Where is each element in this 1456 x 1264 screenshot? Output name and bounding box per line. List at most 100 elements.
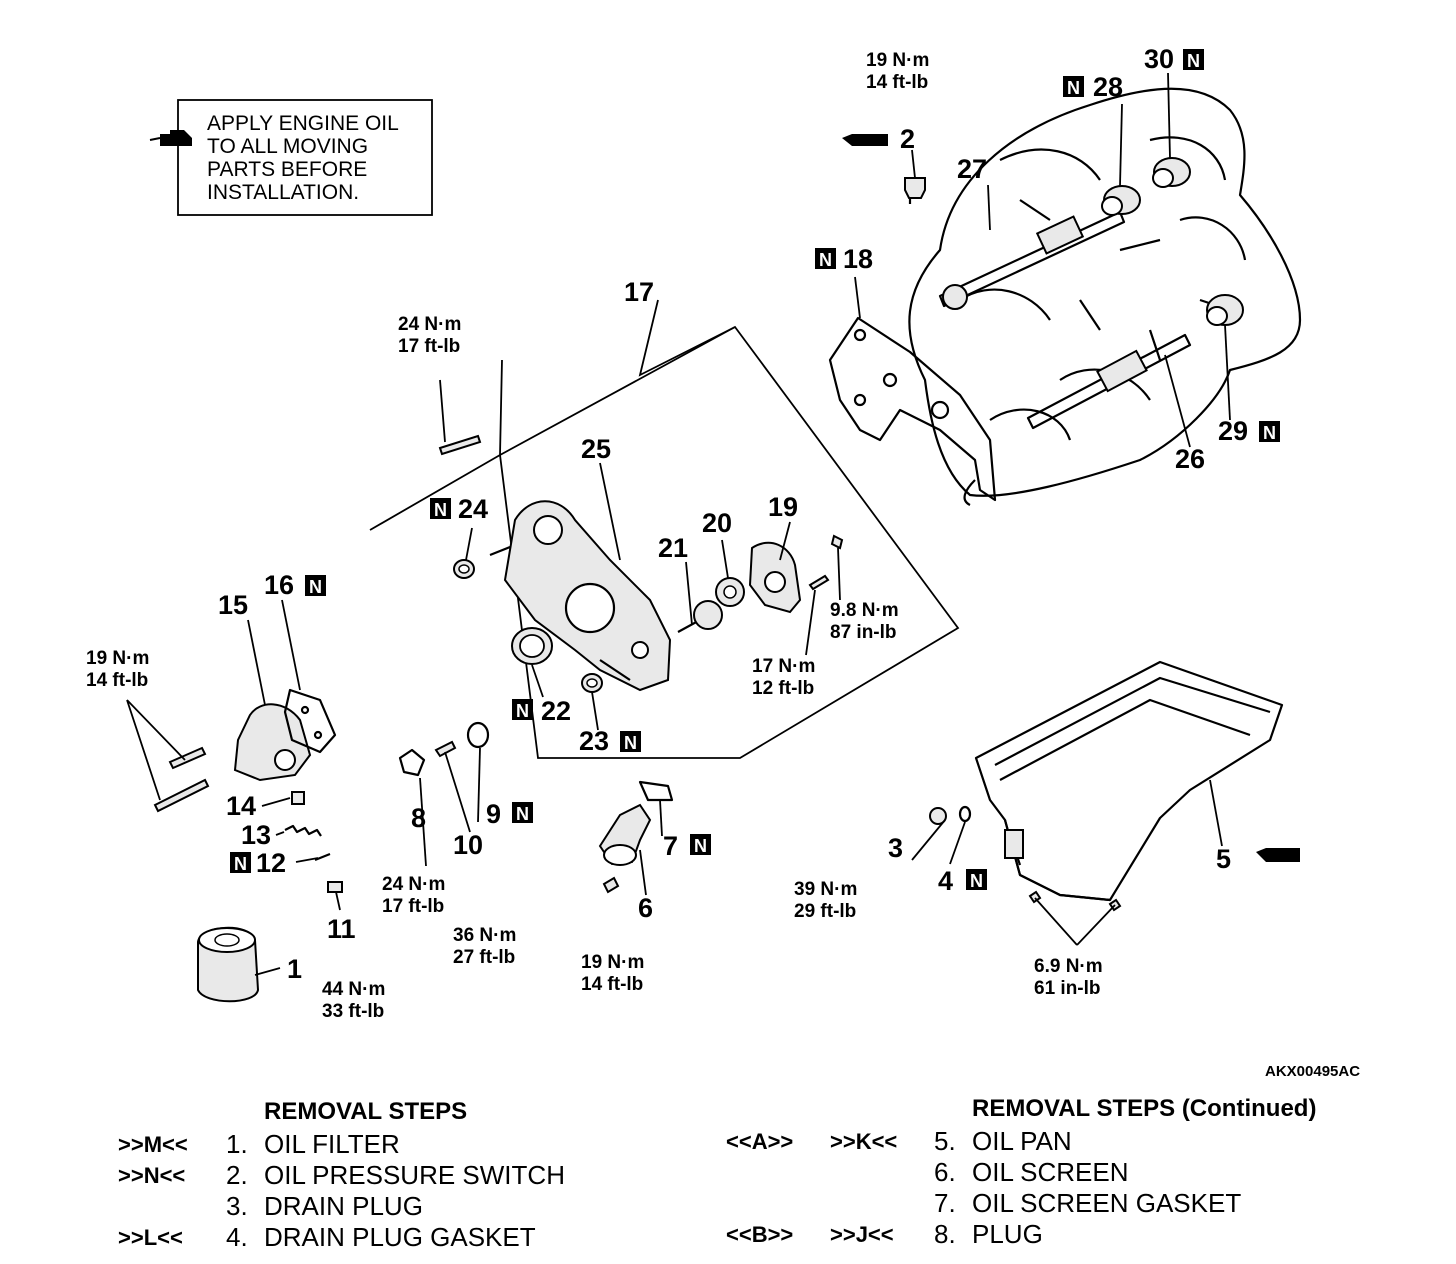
- callout-13: 13: [241, 820, 271, 850]
- svg-text:36 N·m: 36 N·m: [453, 925, 516, 946]
- note-line-4: INSTALLATION.: [207, 181, 359, 204]
- callout-24: 24: [458, 494, 488, 524]
- plug-8: [398, 748, 426, 777]
- removal-step-row: 6. OIL SCREEN: [726, 1157, 1316, 1188]
- sealant-tube-icon: [1256, 848, 1300, 862]
- svg-text:N: N: [694, 836, 707, 856]
- removal-step-row: >>L<< 4. DRAIN PLUG GASKET: [118, 1222, 565, 1253]
- torque-spec-bracket-bolts: 19 N·m 14 ft-lb: [86, 648, 149, 691]
- oil-pump-gear-20: [715, 577, 745, 607]
- callout-19: 19: [768, 492, 798, 522]
- bearing-30: [1152, 157, 1191, 188]
- o-ring-9: [466, 721, 490, 749]
- balancer-shaft-26: [1026, 333, 1192, 430]
- plug-10: [434, 740, 457, 758]
- removal-step-code: [726, 1188, 830, 1219]
- torque-spec-oil-pan: 6.9 N·m 61 in-lb: [1034, 956, 1103, 999]
- step-number: 8.: [934, 1219, 956, 1249]
- svg-text:N: N: [516, 701, 529, 721]
- callout-30: 30: [1144, 44, 1174, 74]
- install-step-code: >>N<<: [118, 1163, 186, 1188]
- step-label: OIL PRESSURE SWITCH: [264, 1160, 565, 1190]
- svg-text:N: N: [234, 854, 247, 874]
- svg-text:17 ft-lb: 17 ft-lb: [398, 336, 460, 357]
- install-step-code: >>K<<: [830, 1129, 898, 1154]
- step-number: 3.: [226, 1191, 248, 1221]
- oil-seal-22: [511, 627, 553, 665]
- callout-29: 29: [1218, 416, 1248, 446]
- callout-26: 26: [1175, 444, 1205, 474]
- svg-text:N: N: [1187, 51, 1200, 71]
- torque-spec-6: 19 N·m 14 ft-lb: [581, 952, 644, 995]
- callout-10: 10: [453, 830, 483, 860]
- removal-step-row: 7. OIL SCREEN GASKET: [726, 1188, 1316, 1219]
- removal-step-row: <<B>> >>J<< 8. PLUG: [726, 1219, 1316, 1250]
- removal-step-row: >>M<< 1. OIL FILTER: [118, 1129, 565, 1160]
- callout-12: 12: [256, 848, 286, 878]
- svg-text:N: N: [434, 500, 447, 520]
- callout-21: 21: [658, 533, 688, 563]
- install-step-code: [830, 1157, 934, 1188]
- step-label: OIL PAN: [972, 1126, 1072, 1156]
- removal-steps: REMOVAL STEPS >>M<< 1. OIL FILTER >>N<< …: [118, 1096, 565, 1253]
- relief-plunger-14: [291, 791, 305, 805]
- badge-22: N: [512, 699, 533, 721]
- callout-16: 16: [264, 570, 294, 600]
- new-part-badges: N N N N N N N N N N N N: [230, 49, 1280, 891]
- callout-14: 14: [226, 791, 256, 821]
- svg-text:24 N·m: 24 N·m: [382, 874, 445, 895]
- torque-spec-3: 39 N·m 29 ft-lb: [794, 879, 857, 922]
- drain-plug-gasket-4: [958, 805, 972, 823]
- balancer-shaft-27: [938, 210, 1126, 310]
- badge-23: N: [620, 731, 641, 753]
- svg-text:19 N·m: 19 N·m: [581, 952, 644, 973]
- svg-text:N: N: [970, 871, 983, 891]
- oil-seal-23: [581, 673, 603, 693]
- torque-spec-2: 19 N·m 14 ft-lb: [866, 50, 929, 93]
- bearing-29: [1206, 294, 1244, 326]
- callout-25: 25: [581, 434, 611, 464]
- step-number: 7.: [934, 1188, 956, 1218]
- svg-text:14 ft-lb: 14 ft-lb: [866, 72, 928, 93]
- removal-steps-heading: REMOVAL STEPS: [264, 1098, 468, 1125]
- torque-spec-10: 36 N·m 27 ft-lb: [453, 925, 516, 968]
- badge-12: N: [230, 852, 251, 874]
- svg-text:6.9 N·m: 6.9 N·m: [1034, 956, 1103, 977]
- torque-spec-pump-cover: 9.8 N·m 87 in-lb: [830, 600, 899, 643]
- step-label: OIL SCREEN GASKET: [972, 1188, 1242, 1218]
- oil-pan-5: [974, 660, 1284, 902]
- badge-18: N: [815, 248, 836, 270]
- torque-spec-pump-bolt: 17 N·m 12 ft-lb: [752, 656, 815, 699]
- callout-28: 28: [1093, 72, 1123, 102]
- svg-text:87 in-lb: 87 in-lb: [830, 622, 897, 643]
- svg-text:17 N·m: 17 N·m: [752, 656, 815, 677]
- badge-16: N: [305, 575, 326, 597]
- svg-text:19 N·m: 19 N·m: [866, 50, 929, 71]
- svg-text:14 ft-lb: 14 ft-lb: [86, 670, 148, 691]
- note-line-2: TO ALL MOVING: [207, 135, 368, 158]
- step-label: OIL FILTER: [264, 1129, 400, 1159]
- svg-text:44 N·m: 44 N·m: [322, 979, 385, 1000]
- step-label: OIL SCREEN: [972, 1157, 1129, 1187]
- torque-spec-8: 24 N·m 17 ft-lb: [382, 874, 445, 917]
- front-case-gasket-18: [828, 316, 997, 506]
- svg-text:27 ft-lb: 27 ft-lb: [453, 947, 515, 968]
- step-number: 4.: [226, 1222, 248, 1252]
- oil-screen-6: [598, 803, 652, 866]
- svg-text:N: N: [1263, 423, 1276, 443]
- svg-text:17 ft-lb: 17 ft-lb: [382, 896, 444, 917]
- step-label: PLUG: [972, 1219, 1043, 1249]
- callout-27: 27: [957, 154, 987, 184]
- badge-29: N: [1259, 421, 1280, 443]
- removal-steps-continued-heading: REMOVAL STEPS (Continued): [972, 1095, 1317, 1122]
- step-label: DRAIN PLUG: [264, 1191, 423, 1221]
- callout-20: 20: [702, 508, 732, 538]
- badge-24: N: [430, 498, 451, 520]
- callout-6: 6: [638, 893, 653, 923]
- bracket-gasket-16: [283, 688, 337, 754]
- torque-spec-front-case-bolt: 24 N·m 17 ft-lb: [398, 314, 461, 357]
- svg-text:N: N: [819, 250, 832, 270]
- install-step-code: >>M<<: [118, 1132, 188, 1157]
- badge-7: N: [690, 834, 711, 856]
- note-line-3: PARTS BEFORE: [207, 158, 367, 181]
